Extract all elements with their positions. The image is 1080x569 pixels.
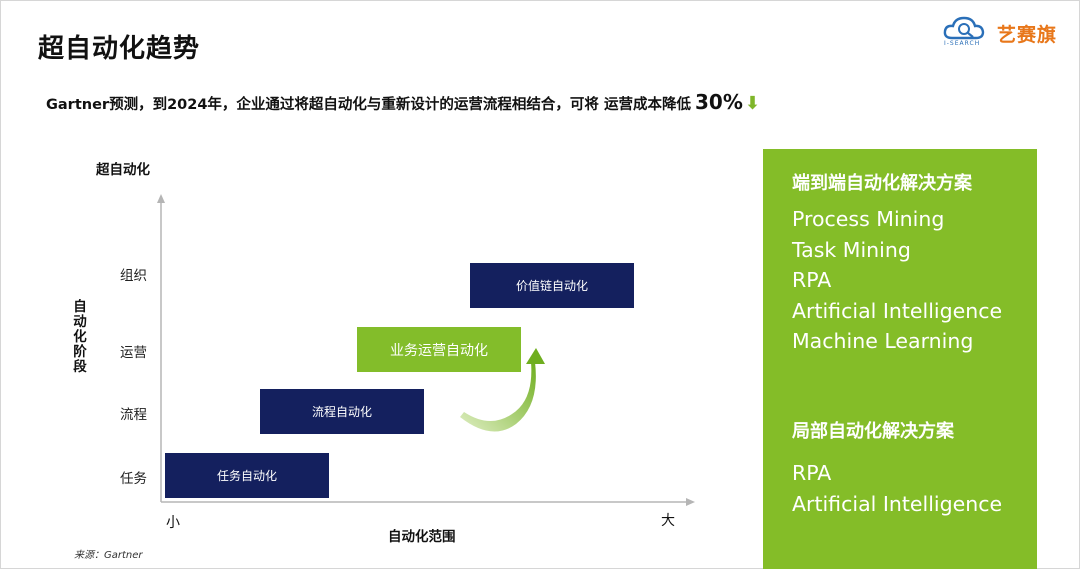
logo-subtext: I-SEARCH (944, 40, 981, 47)
x-axis-max-label: 大 (661, 513, 675, 529)
box-task-automation: 任务自动化 (165, 453, 329, 498)
brand-logo: 艺赛旗 I-SEARCH (942, 14, 1060, 50)
source-note: 来源：Gartner (74, 550, 143, 561)
box-process-automation: 流程自动化 (260, 389, 424, 434)
y-tick-process: 流程 (120, 407, 147, 423)
y-axis-title: 超自动化 (96, 162, 150, 178)
list-item: Process Mining (792, 207, 945, 231)
curved-arrow-head (526, 348, 545, 364)
y-tick-task: 任务 (120, 471, 147, 487)
diagram-axes (157, 194, 695, 506)
y-axis-arrowhead (157, 194, 165, 203)
list-item: RPA (792, 461, 832, 485)
cloud-search-icon (943, 16, 985, 40)
y-tick-ops: 运营 (120, 345, 147, 361)
solutions-panel: 端到端自动化解决方案 Process Mining Task Mining RP… (763, 149, 1037, 569)
down-arrow-icon: ⬇ (744, 93, 760, 114)
box-value-chain-automation: 价值链自动化 (470, 263, 634, 308)
y-axis-side-title: 自动化阶段 (73, 299, 87, 375)
list-item: Task Mining (792, 237, 911, 262)
partial-automation-title: 局部自动化解决方案 (792, 421, 954, 442)
list-item: Machine Learning (792, 329, 974, 353)
partial-automation-list: RPA Artificial Intelligence (792, 458, 1002, 519)
subtitle-highlight: 30% (694, 90, 743, 114)
subtitle: Gartner预测，到2024年，企业通过将超自动化与重新设计的运营流程相结合，… (46, 90, 760, 114)
box-business-ops-automation: 业务运营自动化 (357, 327, 521, 372)
x-axis-min-label: 小 (166, 515, 180, 531)
list-item: Artificial Intelligence (792, 491, 1003, 516)
list-item: RPA (792, 268, 832, 292)
end-to-end-list: Process Mining Task Mining RPA Artificia… (792, 204, 1002, 357)
subtitle-text: Gartner预测，到2024年，企业通过将超自动化与重新设计的运营流程相结合，… (46, 97, 691, 113)
x-axis-arrowhead (686, 498, 695, 506)
page-title: 超自动化趋势 (38, 34, 201, 64)
curved-arrow-icon (460, 362, 536, 432)
y-tick-org: 组织 (120, 268, 147, 284)
x-axis-title: 自动化范围 (388, 529, 456, 545)
logo-wordmark: 艺赛旗 (997, 24, 1058, 46)
automation-stage-diagram: 超自动化 自动化阶段 组织 运营 流程 任务 价值链自动化 业务运营自动化 流程… (60, 150, 720, 561)
end-to-end-title: 端到端自动化解决方案 (792, 173, 972, 194)
list-item: Artificial Intelligence (792, 298, 1003, 323)
